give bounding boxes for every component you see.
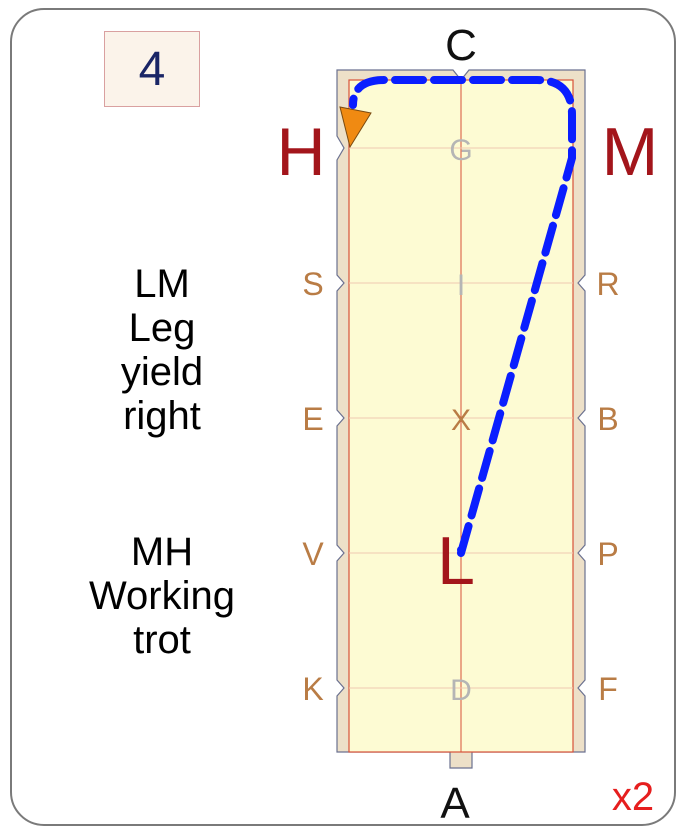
- direction-arrow: [339, 106, 372, 149]
- instruction-line: right: [123, 394, 201, 438]
- instruction-line: LM: [134, 262, 190, 306]
- movement-path: [349, 76, 576, 557]
- letter-e: E: [302, 401, 323, 437]
- instruction-line: Working: [89, 574, 235, 618]
- instruction-block-1: LM Leg yield right: [62, 262, 262, 438]
- instruction-line: Leg: [128, 306, 196, 350]
- movement-number: 4: [138, 42, 166, 96]
- instruction-line: trot: [133, 618, 191, 662]
- instruction-line: yield: [120, 350, 204, 394]
- centerline-letter-x: X: [451, 404, 471, 437]
- letter-h: H: [276, 114, 325, 190]
- letter-v: V: [302, 536, 324, 572]
- instruction-line: MH: [130, 530, 194, 574]
- letter-m: M: [602, 114, 659, 190]
- letter-s: S: [302, 266, 323, 302]
- path-start-dot: [457, 546, 465, 554]
- letter-b: B: [597, 401, 618, 437]
- repeat-count: x2: [612, 775, 654, 819]
- letter-k: K: [302, 671, 323, 707]
- centerline-letter-g: G: [449, 134, 472, 167]
- movement-number-box: 4: [104, 31, 200, 107]
- instruction-block-2: MH Working trot: [50, 530, 274, 662]
- letter-f: F: [598, 671, 618, 707]
- letter-p: P: [597, 536, 618, 572]
- letter-a: A: [440, 779, 470, 828]
- centerline-letter-d: D: [450, 674, 472, 707]
- letter-r: R: [596, 266, 619, 302]
- centerline-letter-i: I: [457, 269, 465, 302]
- letter-c: C: [445, 21, 477, 70]
- letter-l: L: [437, 523, 475, 599]
